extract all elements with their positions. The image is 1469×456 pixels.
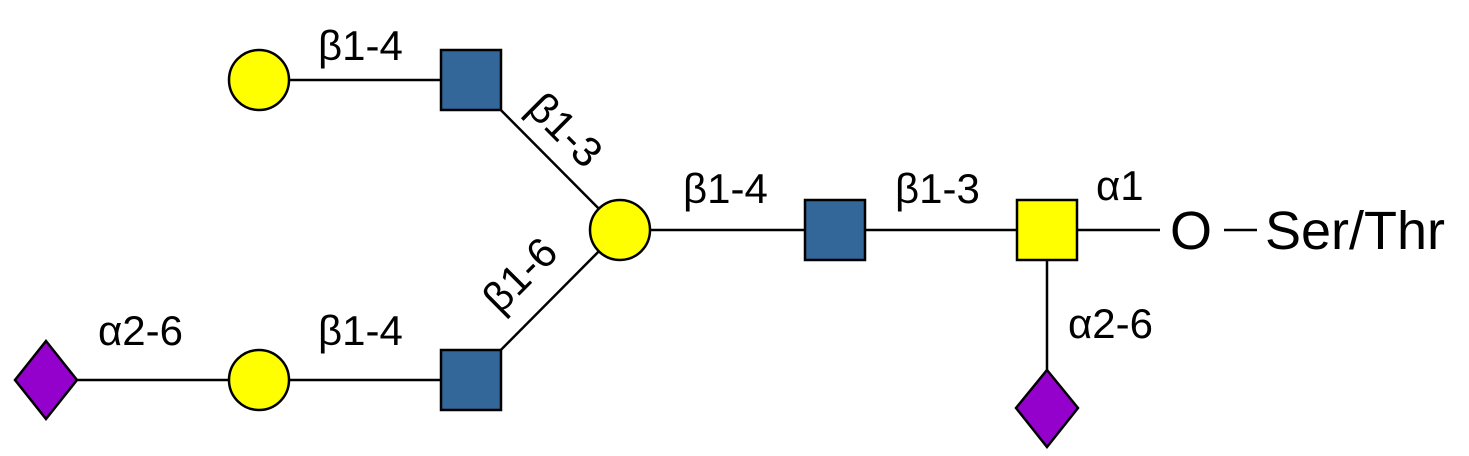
- oxygen-label: O: [1170, 201, 1212, 261]
- linkage-label: α1: [1096, 162, 1144, 209]
- galactose-circle-branch: [588, 198, 652, 262]
- glcnac-square-bottom: [439, 348, 503, 412]
- glcnac-square-top: [439, 48, 503, 112]
- neu5ac-diamond-left: [13, 338, 79, 422]
- linkage-label: β1-6: [473, 228, 566, 321]
- glcnac-square-core: [803, 198, 867, 262]
- linkage-label: α2-6: [1068, 300, 1153, 347]
- linkage-label: β1-4: [318, 22, 403, 69]
- neu5ac-diamond-core: [1014, 368, 1080, 450]
- galactose-circle-top: [227, 48, 291, 112]
- linkage-label: α2-6: [98, 307, 183, 354]
- galnac-square-core: [1015, 198, 1079, 262]
- galactose-circle-bottom: [227, 348, 291, 412]
- linkage-label: β1-4: [683, 165, 768, 212]
- linkage-label: β1-3: [519, 83, 612, 176]
- linkage-label: β1-3: [895, 165, 980, 212]
- amino-acid-label: Ser/Thr: [1265, 201, 1445, 261]
- linkage-label: β1-4: [318, 307, 403, 354]
